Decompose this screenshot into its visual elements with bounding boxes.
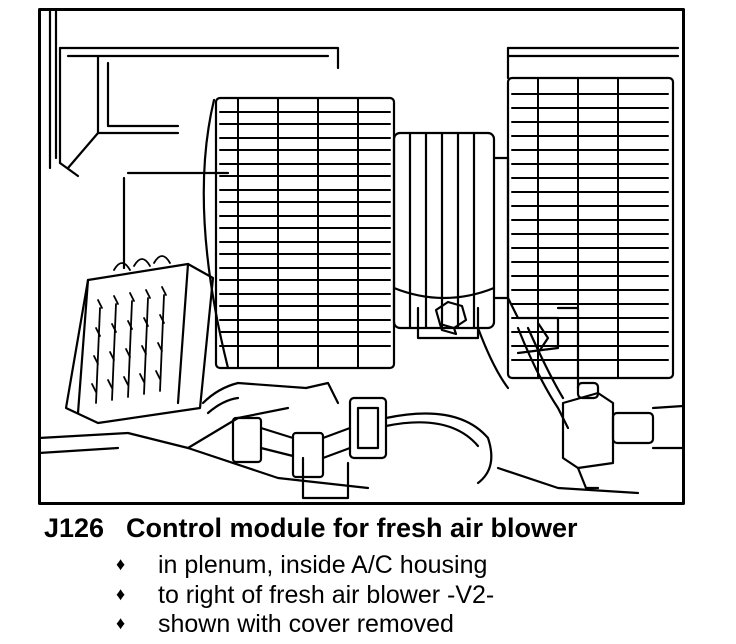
hex-bolt-icon xyxy=(434,300,468,336)
housing-outline xyxy=(48,8,680,270)
bullet-text: shown with cover removed xyxy=(158,610,454,638)
housing-floor xyxy=(38,406,640,495)
bullet-text: to right of fresh air blower -V2- xyxy=(158,581,495,609)
wire-harness xyxy=(201,326,570,485)
motor-housing xyxy=(392,131,510,340)
component-illustration xyxy=(38,8,685,505)
blower-motor-icon xyxy=(506,76,675,380)
caption-bullet: ♦ to right of fresh air blower -V2- xyxy=(116,581,494,610)
caption-bullet: ♦ in plenum, inside A/C housing xyxy=(116,551,487,580)
bullet-icon: ♦ xyxy=(116,584,126,604)
mounting-bracket xyxy=(506,296,580,390)
blower-motor-icon xyxy=(202,96,396,370)
connector-icon xyxy=(231,381,388,500)
component-title: Control module for fresh air blower xyxy=(126,513,578,543)
connector-icon xyxy=(561,381,685,490)
control-module-icon xyxy=(64,255,215,425)
caption-bullet: ♦ shown with cover removed xyxy=(116,610,454,639)
bullet-icon: ♦ xyxy=(116,554,126,574)
caption-title: J126 Control module for fresh air blower xyxy=(44,513,578,544)
bullet-text: in plenum, inside A/C housing xyxy=(158,551,488,579)
component-code: J126 xyxy=(44,513,105,543)
illustration-frame xyxy=(38,8,685,505)
bullet-icon: ♦ xyxy=(116,613,126,633)
